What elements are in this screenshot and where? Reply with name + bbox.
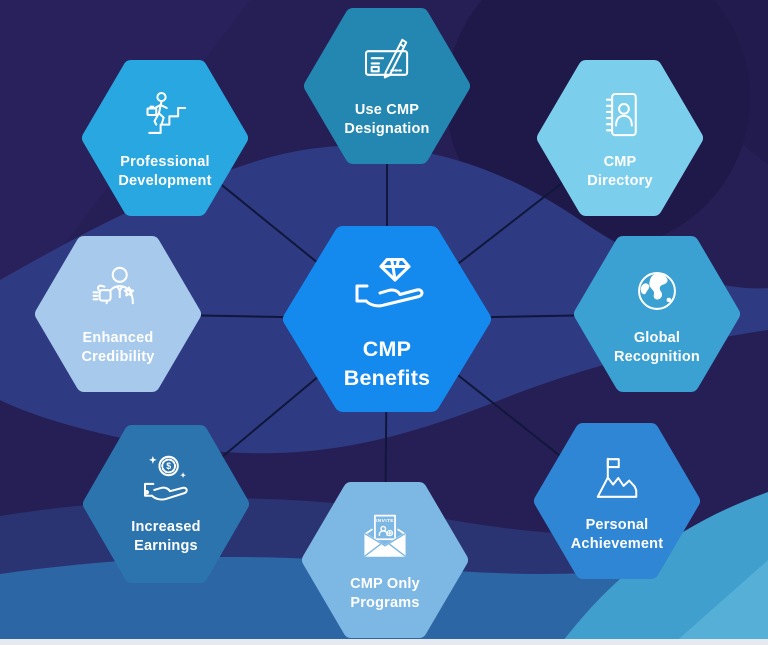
- node-professional-development: Professional Development: [82, 60, 248, 216]
- hand-diamond-icon: [355, 258, 424, 308]
- hexagon-shape: [574, 236, 740, 392]
- node-use-cmp-designation: Use CMP Designation: [304, 8, 470, 164]
- hexagon-shape: [83, 425, 249, 583]
- hexagon-shape: [283, 226, 491, 412]
- globe-icon: [638, 272, 676, 310]
- invite-envelope-icon: INVITE: [364, 514, 406, 557]
- address-book-icon: [605, 92, 637, 137]
- hexagon-shape: [82, 60, 248, 216]
- node-personal-achievement: Personal Achievement: [534, 423, 700, 579]
- node-label: Use CMP Designation: [344, 102, 430, 138]
- hexagon-shape: [537, 60, 703, 216]
- hexagon-shape: [304, 8, 470, 164]
- node-label: CMP Only Programs: [350, 576, 420, 612]
- hexagon-shape: [35, 236, 201, 392]
- node-label: CMP Directory: [587, 154, 653, 190]
- hexagon-shape: [302, 482, 468, 638]
- certificate-pencil-icon: [364, 38, 409, 79]
- node-cmp-benefits-center: CMP Benefits: [283, 226, 491, 412]
- node-label: Increased Earnings: [131, 519, 201, 555]
- career-stairs-icon: [146, 91, 187, 134]
- node-label: Professional Development: [118, 154, 212, 190]
- flag-mountain-icon: [596, 457, 638, 498]
- node-label: Global Recognition: [614, 330, 700, 366]
- hexagon-shape: [534, 423, 700, 579]
- node-increased-earnings: $ Increased Earnings: [83, 425, 249, 583]
- node-label: Personal Achievement: [570, 517, 664, 553]
- coin-dollar-glyph: $: [166, 461, 171, 471]
- node-enhanced-credibility: Enhanced Credibility: [35, 236, 201, 392]
- node-global-recognition: Global Recognition: [574, 236, 740, 392]
- coin-hand-icon: $: [143, 455, 188, 501]
- node-label: Enhanced Credibility: [81, 330, 155, 366]
- invite-card-text: INVITE: [376, 518, 394, 524]
- credibility-person-icon: [92, 266, 135, 305]
- node-cmp-only-programs: INVITE CMP Only Programs: [302, 482, 468, 638]
- bottom-strip: [0, 639, 768, 645]
- center-label: CMP Benefits: [343, 337, 431, 391]
- node-cmp-directory: CMP Directory: [537, 60, 703, 216]
